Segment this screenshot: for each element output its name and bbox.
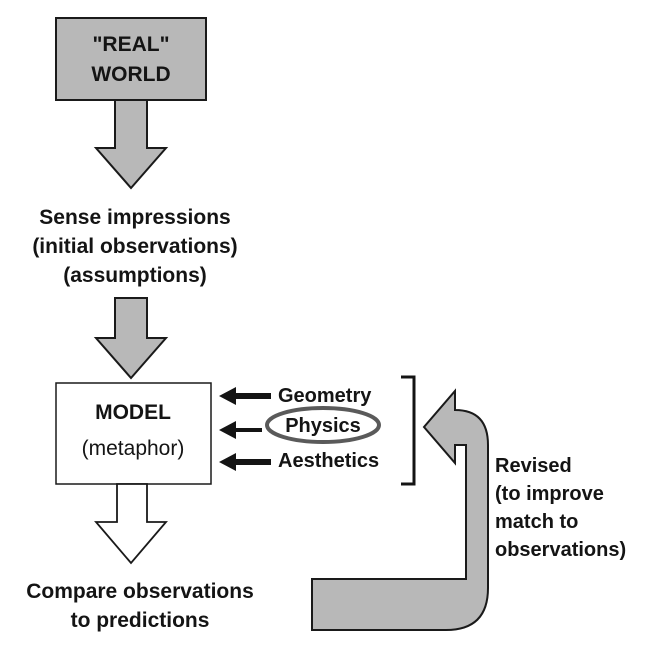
bracket — [401, 375, 416, 486]
real-world-box — [55, 17, 207, 101]
model-box — [55, 382, 212, 485]
physics-circle — [265, 406, 381, 444]
revised-line3: match to — [495, 511, 578, 533]
feedback-arrow — [311, 388, 489, 631]
sense-line1: Sense impressions — [39, 206, 230, 229]
model-subtitle: (metaphor) — [82, 437, 185, 460]
revised-line4: observations) — [495, 539, 626, 561]
compare-line2: to predictions — [71, 609, 210, 632]
real-world-line2: WORLD — [91, 63, 170, 86]
model-title: MODEL — [95, 401, 171, 424]
geometry-label: Geometry — [278, 385, 372, 407]
arrow-geometry-icon — [219, 387, 271, 405]
revised-line2: (to improve — [495, 483, 604, 505]
arrow-physics-icon — [219, 421, 262, 439]
revised-line1: Revised — [495, 455, 572, 477]
arrow-world-to-senses — [93, 99, 169, 190]
arrow-senses-to-model — [93, 297, 169, 380]
arrow-model-to-compare — [94, 483, 168, 565]
physics-label: Physics — [285, 415, 361, 437]
arrow-aesthetics-icon — [219, 453, 271, 471]
sense-line3: (assumptions) — [63, 264, 207, 287]
aesthetics-label: Aesthetics — [278, 450, 379, 472]
compare-line1: Compare observations — [26, 580, 254, 603]
real-world-line1: "REAL" — [92, 33, 169, 56]
sense-line2: (initial observations) — [32, 235, 237, 258]
